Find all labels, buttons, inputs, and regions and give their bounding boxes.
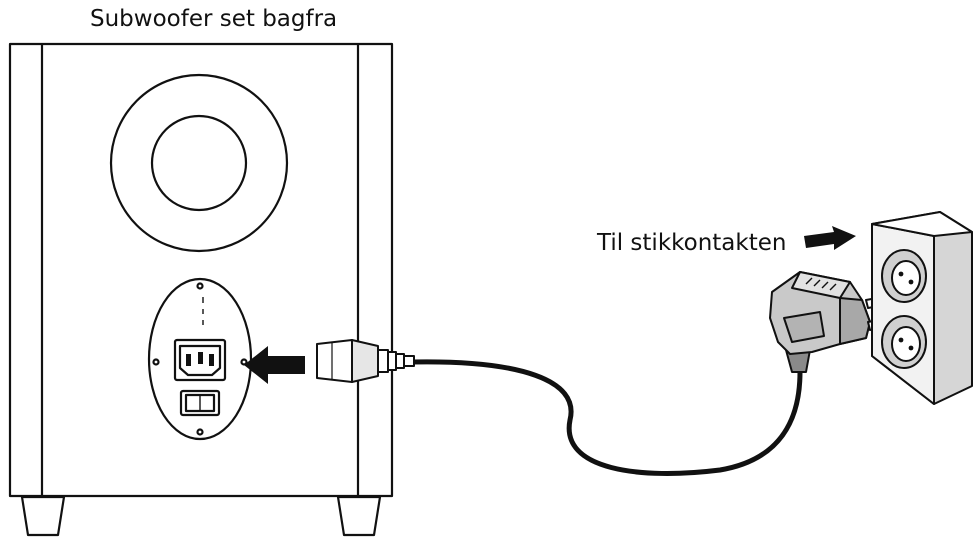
subwoofer-rear [8, 42, 394, 537]
insert-arrow-left-icon [244, 346, 305, 384]
subwoofer-foot-right [336, 495, 382, 537]
iec-connector-plug [316, 339, 415, 383]
panel-screw-bottom [196, 428, 204, 436]
socket-top-face [871, 211, 973, 237]
power-switch[interactable] [179, 389, 221, 417]
diagram-title: Subwoofer set bagfra [90, 6, 338, 32]
bass-port-opening [150, 114, 248, 212]
power-cable [409, 359, 803, 476]
subwoofer-foot-left [20, 495, 66, 537]
panel-screw-right [240, 358, 248, 366]
panel-screw-top [196, 282, 204, 290]
outlet-label: Til stikkontakten [597, 230, 787, 256]
wall-socket [871, 211, 973, 405]
panel-screw-left [152, 358, 160, 366]
insert-arrow-right-icon [804, 226, 856, 250]
power-inlet[interactable] [173, 338, 227, 382]
